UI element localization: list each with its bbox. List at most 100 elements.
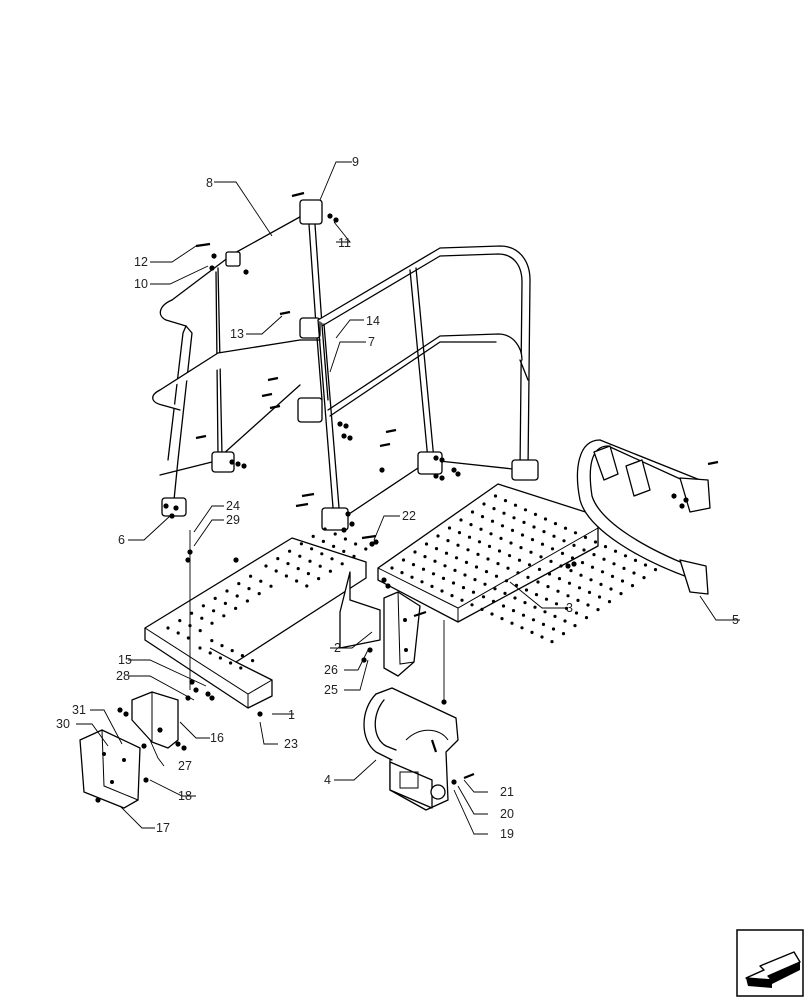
perforation-hole — [230, 649, 234, 653]
step-frame — [144, 527, 381, 709]
perforation-hole — [600, 570, 605, 574]
callout-23: 23 — [284, 737, 298, 751]
perforation-hole — [552, 534, 556, 538]
perforation-hole — [176, 631, 180, 635]
perforation-hole — [474, 565, 479, 569]
perforation-hole — [492, 507, 496, 511]
perforation-hole — [542, 530, 546, 534]
perforation-hole — [481, 595, 486, 599]
nut — [439, 457, 445, 463]
perforation-hole — [469, 523, 473, 527]
callout-5: 5 — [732, 613, 739, 627]
perforation-hole — [494, 574, 499, 578]
perforation-hole — [543, 610, 547, 614]
perforation-hole — [630, 584, 635, 588]
perforation-hole — [567, 581, 572, 585]
callout-15: 15 — [118, 653, 132, 667]
perforation-hole — [200, 616, 204, 620]
nut — [117, 707, 123, 713]
perforation-hole — [311, 534, 315, 539]
perforation-hole — [573, 531, 578, 535]
perforation-hole — [569, 569, 573, 573]
perforation-hole — [496, 562, 500, 566]
perforation-hole — [470, 603, 474, 607]
nav-arrow-icon[interactable] — [736, 929, 804, 997]
perforation-hole — [444, 551, 449, 555]
perforation-hole — [421, 567, 426, 571]
callout-12: 12 — [134, 255, 148, 269]
nut — [439, 475, 445, 481]
bolt — [267, 376, 279, 382]
perforation-hole — [447, 526, 452, 530]
perforation-hole — [642, 576, 646, 580]
perforation-hole — [473, 578, 477, 582]
bolt — [195, 242, 211, 248]
perforation-hole — [213, 596, 217, 601]
nut — [235, 461, 241, 467]
nut — [379, 467, 385, 473]
callout-31: 31 — [72, 703, 86, 717]
callout-26: 26 — [324, 663, 338, 677]
nut — [683, 497, 689, 503]
perforation-hole — [450, 594, 454, 598]
callout-29: 29 — [226, 513, 240, 527]
perforation-hole — [198, 646, 202, 650]
nut — [209, 695, 215, 701]
perforation-hole — [466, 548, 470, 552]
perforation-hole — [603, 545, 608, 549]
perforation-hole — [623, 554, 628, 558]
perforation-hole — [609, 587, 613, 591]
nut — [123, 711, 129, 717]
nut — [173, 505, 179, 511]
perforation-hole — [633, 558, 638, 563]
perforation-hole — [343, 537, 347, 541]
nut — [157, 727, 163, 733]
perforation-hole — [562, 539, 566, 543]
perforation-hole — [510, 528, 515, 533]
nut — [433, 455, 439, 461]
callout-9: 9 — [352, 155, 359, 169]
callout-10: 10 — [134, 277, 148, 291]
perforation-hole — [550, 640, 554, 644]
perforation-hole — [530, 630, 534, 635]
perforation-hole — [264, 564, 268, 568]
perforation-hole — [237, 582, 241, 586]
perforation-hole — [503, 499, 508, 503]
perforation-hole — [543, 517, 548, 521]
perforation-hole — [619, 592, 623, 596]
perforation-hole — [590, 565, 595, 569]
perforation-hole — [516, 571, 520, 575]
perforation-hole — [229, 661, 233, 665]
perforation-hole — [556, 589, 560, 593]
nut — [451, 779, 457, 785]
perforation-hole — [554, 602, 559, 606]
perforation-hole — [597, 595, 602, 599]
callout-1: 1 — [288, 708, 295, 722]
perforation-hole — [539, 555, 543, 559]
perforation-hole — [352, 554, 356, 559]
perforation-hole — [529, 550, 533, 554]
callout-6: 6 — [118, 533, 125, 547]
nut — [209, 265, 215, 271]
perforation-hole — [306, 572, 310, 576]
perforation-hole — [513, 596, 517, 600]
perforation-hole — [441, 576, 446, 581]
grating-platform — [377, 483, 658, 644]
perforation-hole — [479, 527, 483, 531]
perforation-hole — [533, 605, 537, 609]
perforation-hole — [269, 584, 273, 588]
perforation-hole — [208, 651, 212, 655]
callout-4: 4 — [324, 773, 331, 787]
bolt — [261, 392, 273, 398]
perforation-hole — [537, 567, 542, 572]
perforation-hole — [454, 556, 459, 560]
callout-16: 16 — [210, 731, 224, 745]
perforation-hole — [296, 567, 300, 571]
nut — [347, 435, 353, 441]
nut — [141, 743, 147, 749]
perforation-hole — [502, 511, 506, 515]
perforation-hole — [487, 544, 492, 549]
nut — [369, 541, 375, 547]
perforation-hole — [467, 535, 472, 539]
